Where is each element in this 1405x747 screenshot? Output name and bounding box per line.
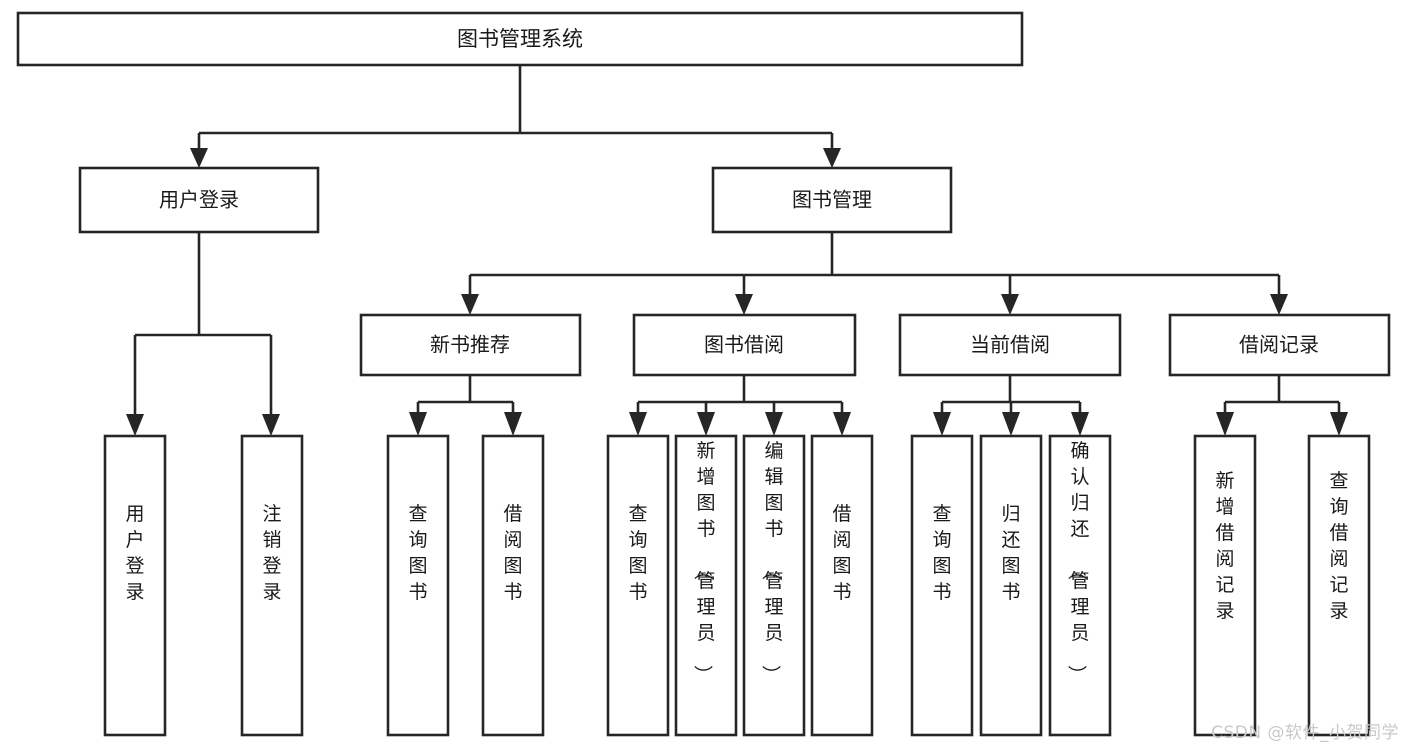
node-borrow-record[interactable]: 借阅记录: [1168, 313, 1391, 377]
leaf-query-book-borrow-label: 查询图书: [628, 503, 647, 603]
node-book-borrow-label: 图书借阅: [704, 333, 784, 357]
arrow-to-leaf-query-book-3: [933, 412, 951, 436]
node-user-login-box[interactable]: [78, 166, 320, 234]
node-current-borrow[interactable]: 当前借阅: [898, 313, 1122, 377]
node-current-borrow-label: 当前借阅: [970, 333, 1050, 357]
node-user-login-label: 用户登录: [159, 188, 239, 212]
leaf-borrow-book-label: 借阅图书: [832, 503, 851, 603]
leaf-logout-label: 注销登录: [262, 503, 281, 603]
leaf-query-book-current[interactable]: 查询图书: [910, 434, 974, 737]
leaf-edit-book-box[interactable]: [742, 434, 806, 737]
node-new-book-recommend-box[interactable]: [359, 313, 582, 377]
leaf-add-book[interactable]: 新增图书（管理员）: [674, 434, 738, 737]
leaf-edit-book[interactable]: 编辑图书（管理员）: [742, 434, 806, 737]
node-root-box[interactable]: [16, 11, 1024, 67]
leaf-query-book-current-box[interactable]: [910, 434, 974, 737]
leaf-query-book-borrow[interactable]: 查询图书: [606, 434, 670, 737]
leaf-query-borrow-record[interactable]: 查询借阅记录: [1307, 434, 1371, 737]
leaf-add-borrow-record-box[interactable]: [1193, 434, 1257, 737]
leaf-logout[interactable]: 注销登录: [240, 434, 304, 737]
leaf-user-login-label: 用户登录: [125, 503, 144, 603]
leaf-query-book-borrow-box[interactable]: [606, 434, 670, 737]
arrow-to-leaf-borrow-book-1: [504, 412, 522, 436]
leaf-confirm-return[interactable]: 确认归还（管理员）: [1048, 434, 1112, 737]
node-new-book-recommend-label: 新书推荐: [430, 333, 510, 357]
node-book-management-box[interactable]: [711, 166, 953, 234]
node-book-management-label: 图书管理: [792, 188, 872, 212]
leaf-edit-book-label: 编辑图书（管理员）: [759, 440, 783, 684]
node-user-login[interactable]: 用户登录: [78, 166, 320, 234]
leaf-query-book-recommend-label: 查询图书: [408, 503, 427, 603]
arrow-to-leaf-add-record: [1216, 412, 1234, 436]
node-new-book-recommend[interactable]: 新书推荐: [359, 313, 582, 377]
arrow-to-leaf-query-book-1: [409, 412, 427, 436]
arrow-to-leaf-return-book: [1002, 412, 1020, 436]
leaf-borrow-book[interactable]: 借阅图书: [810, 434, 874, 737]
leaf-user-login-box[interactable]: [103, 434, 167, 737]
leaf-query-borrow-record-label: 查询借阅记录: [1329, 470, 1348, 622]
leaf-confirm-return-label: 确认归还（管理员）: [1065, 440, 1089, 684]
leaf-borrow-book-recommend-label: 借阅图书: [503, 503, 522, 603]
leaf-return-book[interactable]: 归还图书: [979, 434, 1043, 737]
leaf-return-book-box[interactable]: [979, 434, 1043, 737]
leaf-query-book-recommend[interactable]: 查询图书: [386, 434, 450, 737]
leaf-borrow-book-box[interactable]: [810, 434, 874, 737]
arrow-to-leaf-query-record: [1330, 412, 1348, 436]
node-book-borrow[interactable]: 图书借阅: [632, 313, 857, 377]
node-book-borrow-box[interactable]: [632, 313, 857, 377]
arrow-to-borrow-record: [1270, 294, 1288, 315]
leaf-query-book-recommend-box[interactable]: [386, 434, 450, 737]
node-book-management[interactable]: 图书管理: [711, 166, 953, 234]
arrow-to-current-borrow: [1001, 294, 1019, 315]
leaf-add-borrow-record-label: 新增借阅记录: [1215, 470, 1234, 622]
node-root-book-management-system[interactable]: 图书管理系统: [16, 11, 1024, 67]
leaf-confirm-return-box[interactable]: [1048, 434, 1112, 737]
leaf-query-book-current-label: 查询图书: [932, 503, 951, 603]
connector-layer: [126, 65, 1348, 436]
node-borrow-record-box[interactable]: [1168, 313, 1391, 377]
leaf-user-login[interactable]: 用户登录: [103, 434, 167, 737]
leaf-logout-box[interactable]: [240, 434, 304, 737]
leaf-add-book-label: 新增图书（管理员）: [691, 440, 715, 684]
leaf-borrow-book-recommend[interactable]: 借阅图书: [481, 434, 545, 737]
leaf-add-borrow-record[interactable]: 新增借阅记录: [1193, 434, 1257, 737]
arrow-to-leaf-edit-book: [765, 412, 783, 436]
node-borrow-record-label: 借阅记录: [1239, 333, 1319, 357]
leaf-add-book-box[interactable]: [674, 434, 738, 737]
arrow-to-leaf-logout: [262, 414, 280, 436]
leaf-borrow-book-recommend-box[interactable]: [481, 434, 545, 737]
leaf-return-book-label: 归还图书: [1001, 503, 1020, 603]
arrow-to-user-login: [190, 148, 208, 168]
leaf-query-borrow-record-box[interactable]: [1307, 434, 1371, 737]
arrow-to-leaf-query-book-2: [629, 412, 647, 436]
arrow-to-book-mgmt: [823, 148, 841, 168]
node-root-label: 图书管理系统: [457, 27, 583, 51]
node-current-borrow-box[interactable]: [898, 313, 1122, 377]
arrow-to-leaf-user-login: [126, 414, 144, 436]
arrow-to-book-borrow: [735, 294, 753, 315]
arrow-to-new-book: [461, 294, 479, 315]
arrow-to-leaf-confirm-return: [1071, 412, 1089, 436]
csdn-watermark: CSDN @软件_小贺同学: [1211, 723, 1399, 743]
arrow-to-leaf-borrow-book-2: [833, 412, 851, 436]
arrow-to-leaf-add-book: [697, 412, 715, 436]
